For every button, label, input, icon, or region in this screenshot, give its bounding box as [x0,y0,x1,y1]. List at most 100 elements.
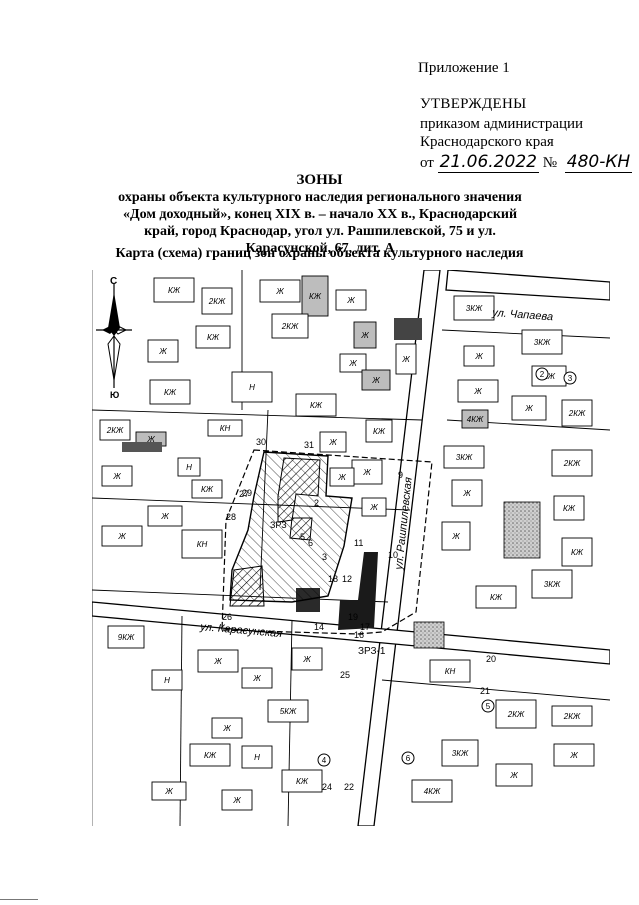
building: Ж [553,743,595,767]
building-footprint [553,495,585,521]
zone-label-zrz-inner: ЗРЗ [270,520,287,530]
building-footprint [99,419,131,441]
building: Н [177,457,201,477]
building: КЖ [153,277,195,303]
building: 2КЖ [495,699,537,729]
building-footprint [201,287,233,315]
building: Ж [361,497,387,517]
point-label: 27 [239,489,249,499]
map-caption: Карта (схема) границ зон охраны объекта … [115,246,524,261]
building: КН [207,419,243,437]
date-prefix: от [420,155,434,171]
building-footprint [361,497,387,517]
building-footprint [475,585,517,609]
circled-marker [535,367,549,381]
building-type-label: Н [249,383,255,392]
building: Ж [151,781,187,801]
building: Ж [335,289,367,311]
building-type-label: Ж [473,387,482,396]
handwritten-date: 21.06.2022 [437,152,539,173]
point-label: 28 [226,512,236,522]
building-type-label: 2КЖ [281,322,299,331]
building: Ж [361,369,391,391]
building-type-label: КЖ [164,388,177,397]
building: КЖ [149,379,191,405]
building-footprint [241,667,273,689]
building: Ж [353,321,377,349]
zone-boundary-line [221,449,433,635]
building-footprint [429,659,471,683]
building-footprint [195,325,231,349]
building: Ж [441,521,471,551]
document-title: ЗОНЫ [296,172,343,188]
zrz-hatch-block [277,457,321,523]
building-footprint [149,379,191,405]
building-footprint [147,505,183,527]
building-type-label: Ж [213,657,222,666]
building: Ж [329,467,355,487]
circled-marker [401,751,415,765]
building-footprint [551,449,593,477]
building-type-label: Ж [451,532,460,541]
point-label: 2 [314,498,319,508]
building-footprint [291,647,323,671]
building: 9КЖ [107,625,145,649]
circled-marker [481,699,495,713]
building-footprint [189,743,231,767]
point-label: 11 [354,538,363,548]
building: КЖ [281,769,323,793]
building: 3КЖ [521,329,563,355]
building-type-label: КЖ [201,485,214,494]
dark-building [394,318,422,340]
building: 3КЖ [453,295,495,321]
building: КН [181,529,223,559]
building-footprint [231,371,273,403]
building-type-label: Ж [164,787,173,796]
building: КЖ [365,419,393,443]
zone-label-zrz1: ЗРЗ-1 [358,646,386,657]
building-type-label: Ж [252,674,261,683]
building-footprint [511,395,547,421]
building: Ж [457,379,499,403]
building: Ж [451,479,483,507]
building-footprint [319,431,347,453]
building: КЖ [191,479,223,499]
building: Н [231,371,273,403]
building: 5КЖ [267,699,309,723]
building: 3КЖ [443,445,485,469]
building-footprint [553,743,595,767]
building-footprint [451,479,483,507]
approved-label: УТВЕРЖДЕНЫ [420,96,527,112]
building: КН [429,659,471,683]
building: КЖ [553,495,585,521]
gray-building [413,621,445,649]
dark-building [338,552,378,630]
building-footprint [259,279,301,303]
building-footprint [153,277,195,303]
building-footprint [441,739,479,767]
building-footprint [561,399,593,427]
building-type-label: Ж [474,352,483,361]
building: 2КЖ [551,705,593,727]
point-label: 20 [486,654,496,664]
building: Ж [221,789,253,811]
building-type-label: 2КЖ [106,426,124,435]
building-footprint [495,763,533,787]
building: КЖ [295,393,337,417]
circled-marker-label: 5 [486,702,491,711]
building-type-label: Н [254,753,260,762]
building-type-label: КЖ [571,548,584,557]
building: Н [241,745,273,769]
building-footprint [101,465,133,487]
building: Ж [211,717,243,739]
building-type-label: Н [164,676,170,685]
document-subtitle: охраны объекта культурного наследия реги… [118,190,522,256]
circled-marker-label: 2 [540,370,545,379]
building: Ж [197,649,239,673]
building: Ж [495,763,533,787]
building: КЖ [301,275,329,317]
building: 2КЖ [551,449,593,477]
building-type-label: КЖ [204,751,217,760]
building: Ж [463,345,495,367]
